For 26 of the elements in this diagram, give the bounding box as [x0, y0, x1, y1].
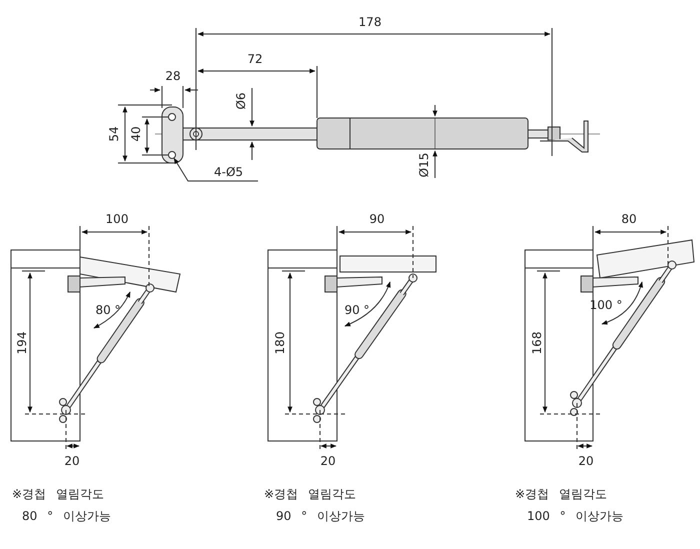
dimension-label: 90 °: [344, 303, 370, 317]
dimension-label: 80 °: [95, 303, 121, 317]
dimension-label: 28: [165, 69, 181, 83]
note-text: ※경첩 열림각도: [12, 487, 104, 501]
dimension-label: 180: [273, 332, 287, 354]
note-text: ※경첩 열림각도: [264, 487, 356, 501]
leader-line: [174, 158, 258, 182]
dimension-label: 20: [320, 454, 336, 468]
note-text: 100 ° 이상가능: [527, 509, 624, 523]
dimension-label: 168: [530, 332, 544, 354]
dimension-label: 90: [369, 212, 385, 226]
dimension-label: 20: [64, 454, 80, 468]
note-text: ※경첩 열림각도: [515, 487, 607, 501]
dimension-label: 100: [106, 212, 128, 226]
dimension-label: 194: [15, 332, 29, 354]
dimension-label: 178: [358, 15, 382, 29]
dimension-label: 54: [107, 126, 121, 142]
note-text: 90 ° 이상가능: [276, 509, 365, 523]
dimension-label: Ø6: [234, 92, 248, 110]
dimension-label: 20: [578, 454, 594, 468]
callout-text: 4-Ø5: [212, 165, 246, 179]
dimension-label: Ø15: [417, 152, 431, 178]
dimension-label: 80: [621, 212, 637, 226]
dimension-label: 72: [247, 52, 263, 66]
note-text: 80 ° 이상가능: [22, 509, 111, 523]
dimension-label: 40: [129, 126, 143, 142]
